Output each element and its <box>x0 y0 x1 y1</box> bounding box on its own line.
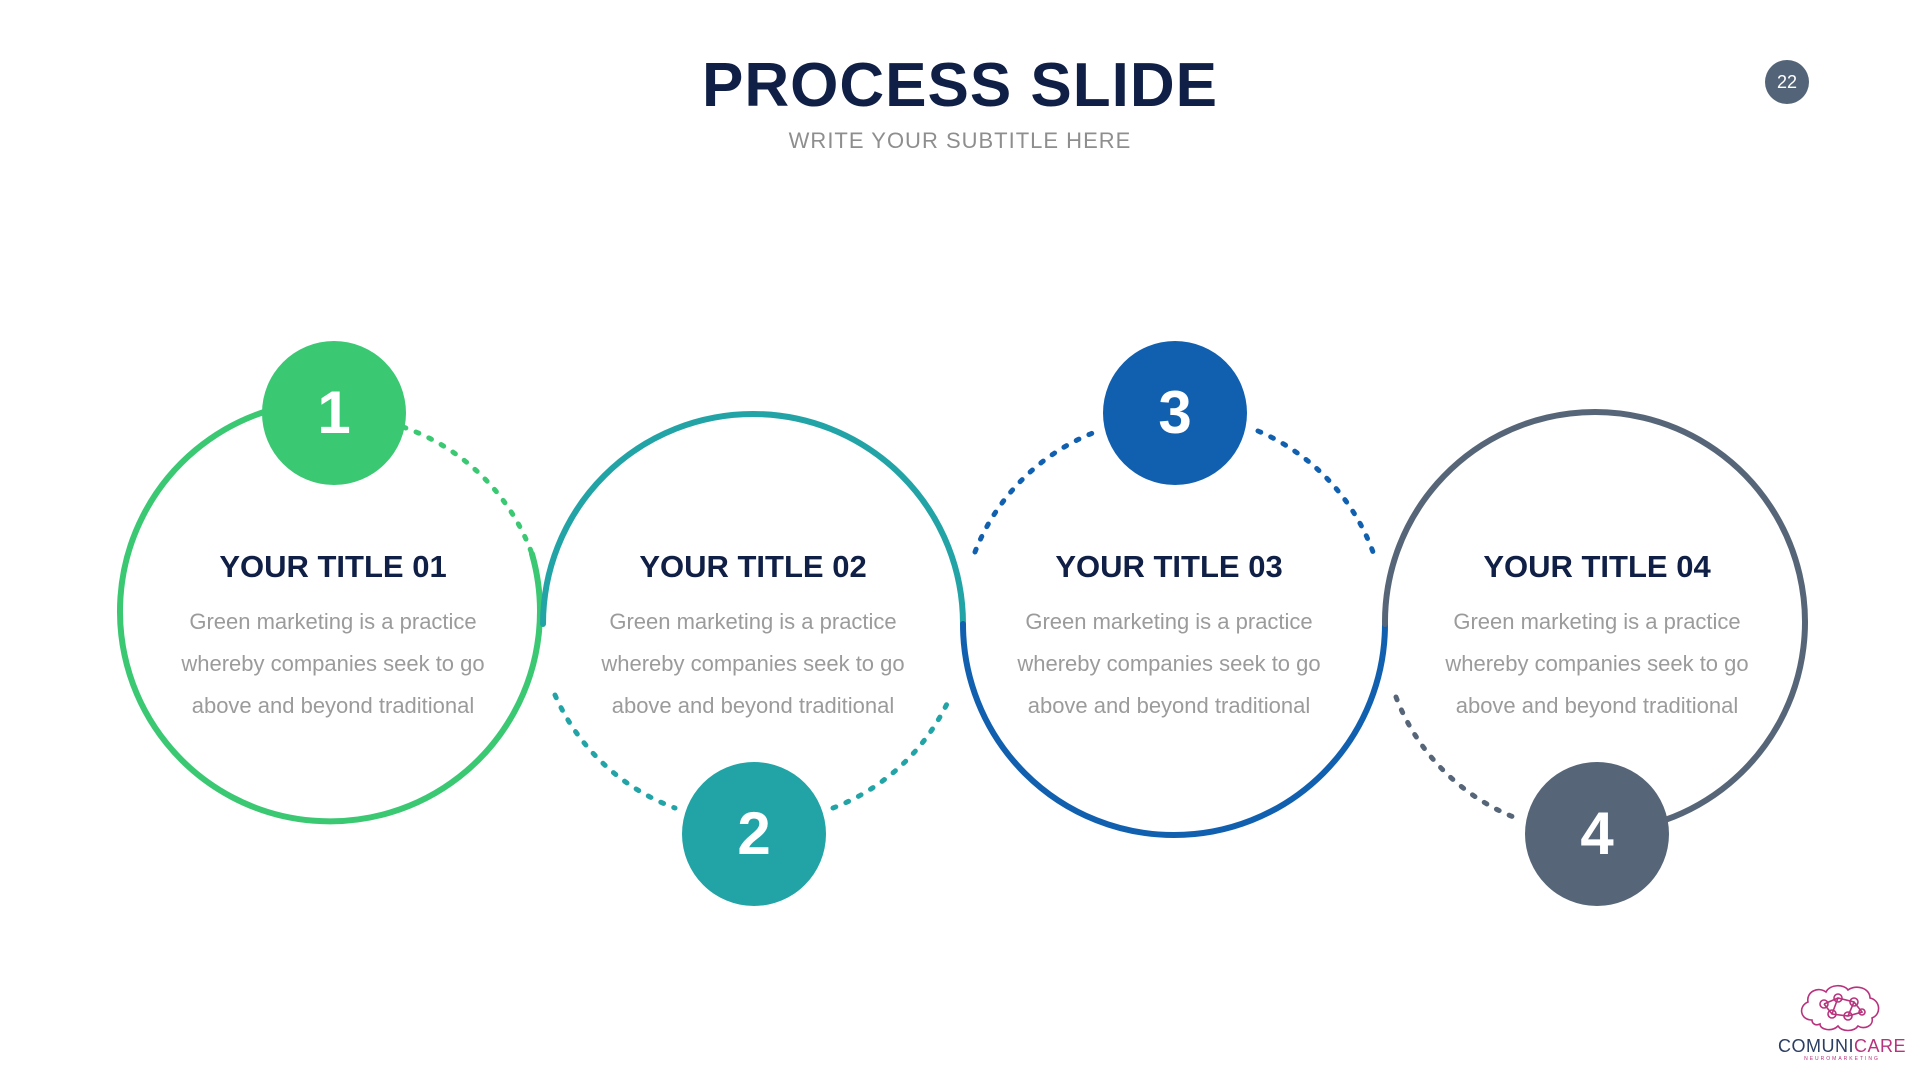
brain-icon <box>1800 984 1880 1032</box>
step-3-dashed-arc <box>972 428 1376 555</box>
step-4-body: Green marketing is a practice whereby co… <box>1445 609 1749 718</box>
step-4-dashed-arc <box>1393 694 1519 821</box>
step-1-ring <box>116 409 543 825</box>
brand-logo: COMUNICARE NEUROMARKETING <box>1772 980 1912 1062</box>
step-2-title: YOUR TITLE 02 <box>639 549 867 584</box>
step-1-body: Green marketing is a practice whereby co… <box>181 609 485 718</box>
page-number-badge: 22 <box>1765 60 1809 104</box>
step-4-title: YOUR TITLE 04 <box>1483 549 1711 584</box>
step-2-ring <box>540 411 966 627</box>
step-1-title: YOUR TITLE 01 <box>219 549 447 584</box>
step-1-dashed-arc <box>400 424 535 557</box>
step-3-number-badge: 3 <box>1103 341 1247 485</box>
step-2-body: Green marketing is a practice whereby co… <box>601 609 905 718</box>
step-3-body: Green marketing is a practice whereby co… <box>1017 609 1321 718</box>
step-2-number-badge: 2 <box>682 762 826 906</box>
page-subtitle: WRITE YOUR SUBTITLE HERE <box>788 128 1132 153</box>
logo-tagline: NEUROMARKETING <box>1804 1056 1880 1062</box>
step-3-ring <box>960 621 1388 838</box>
step-4-number-badge: 4 <box>1525 762 1669 906</box>
step-3-title: YOUR TITLE 03 <box>1055 549 1283 584</box>
page-title: PROCESS SLIDE <box>702 51 1218 120</box>
logo-wordmark: COMUNICARE <box>1777 1036 1906 1056</box>
step-2-dashed-arc <box>552 692 954 811</box>
step-4-ring <box>1381 409 1808 823</box>
step-1-number-badge: 1 <box>262 341 406 485</box>
